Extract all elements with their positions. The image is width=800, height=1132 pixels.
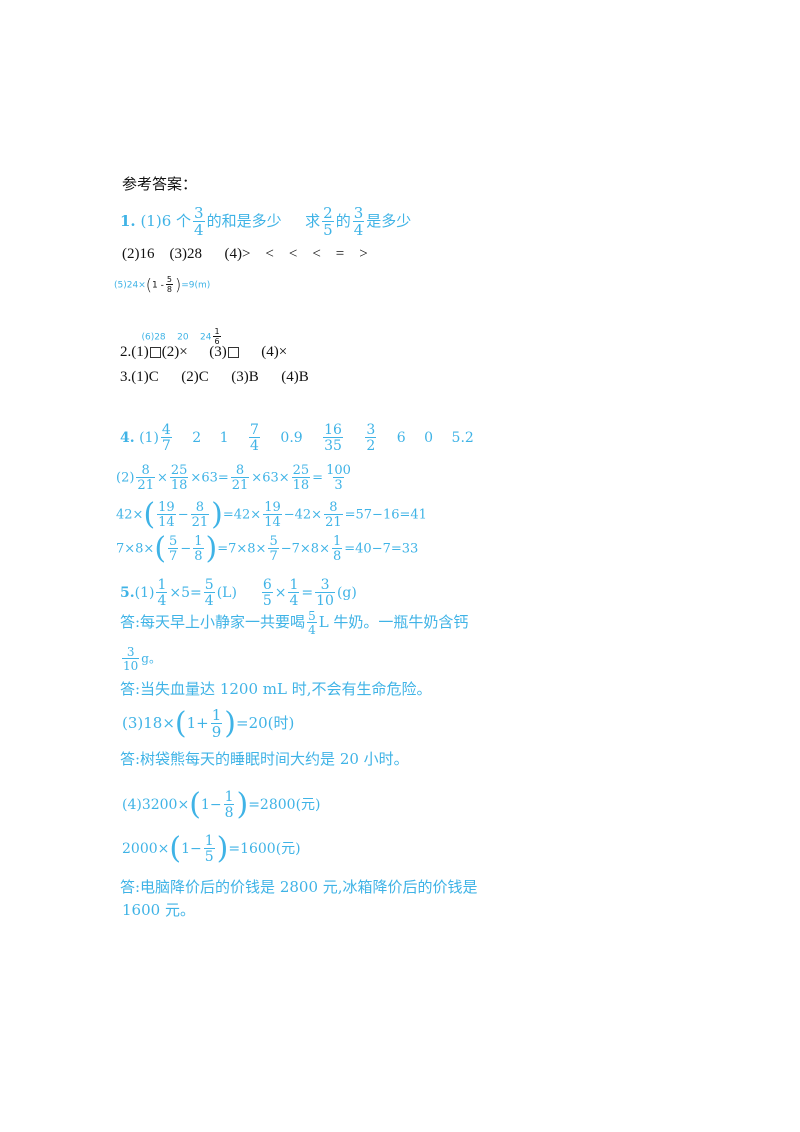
checkmark-box-icon	[227, 347, 239, 359]
q1-part1-tail: 的和是多少	[206, 212, 282, 230]
q1-part2-text: 求	[305, 212, 321, 230]
q1-line2: (2)16 (3)28 (4)> < < < = >	[122, 246, 368, 262]
q3-line: 3.(1)C (2)C (3)B (4)B	[120, 369, 309, 385]
q5-answer3: 答:树袋熊每天的睡眠时间大约是 20 小时。	[120, 750, 409, 768]
q1-part1-text: (1)6 个	[140, 212, 192, 230]
q5-answer4-cont: 1600 元。	[122, 901, 195, 919]
checkmark-box-icon	[149, 347, 161, 359]
q5-answer2: 答:当失血量达 1200 mL 时,不会有生命危险。	[120, 680, 432, 698]
q1-number: 1.	[120, 212, 136, 230]
page-title: 参考答案：	[122, 175, 198, 193]
q2-line: 2.(1)(2)× (3) (4)×	[120, 344, 288, 360]
q5-answer4: 答:电脑降价后的价钱是 2800 元,冰箱降价后的价钱是	[120, 878, 478, 896]
